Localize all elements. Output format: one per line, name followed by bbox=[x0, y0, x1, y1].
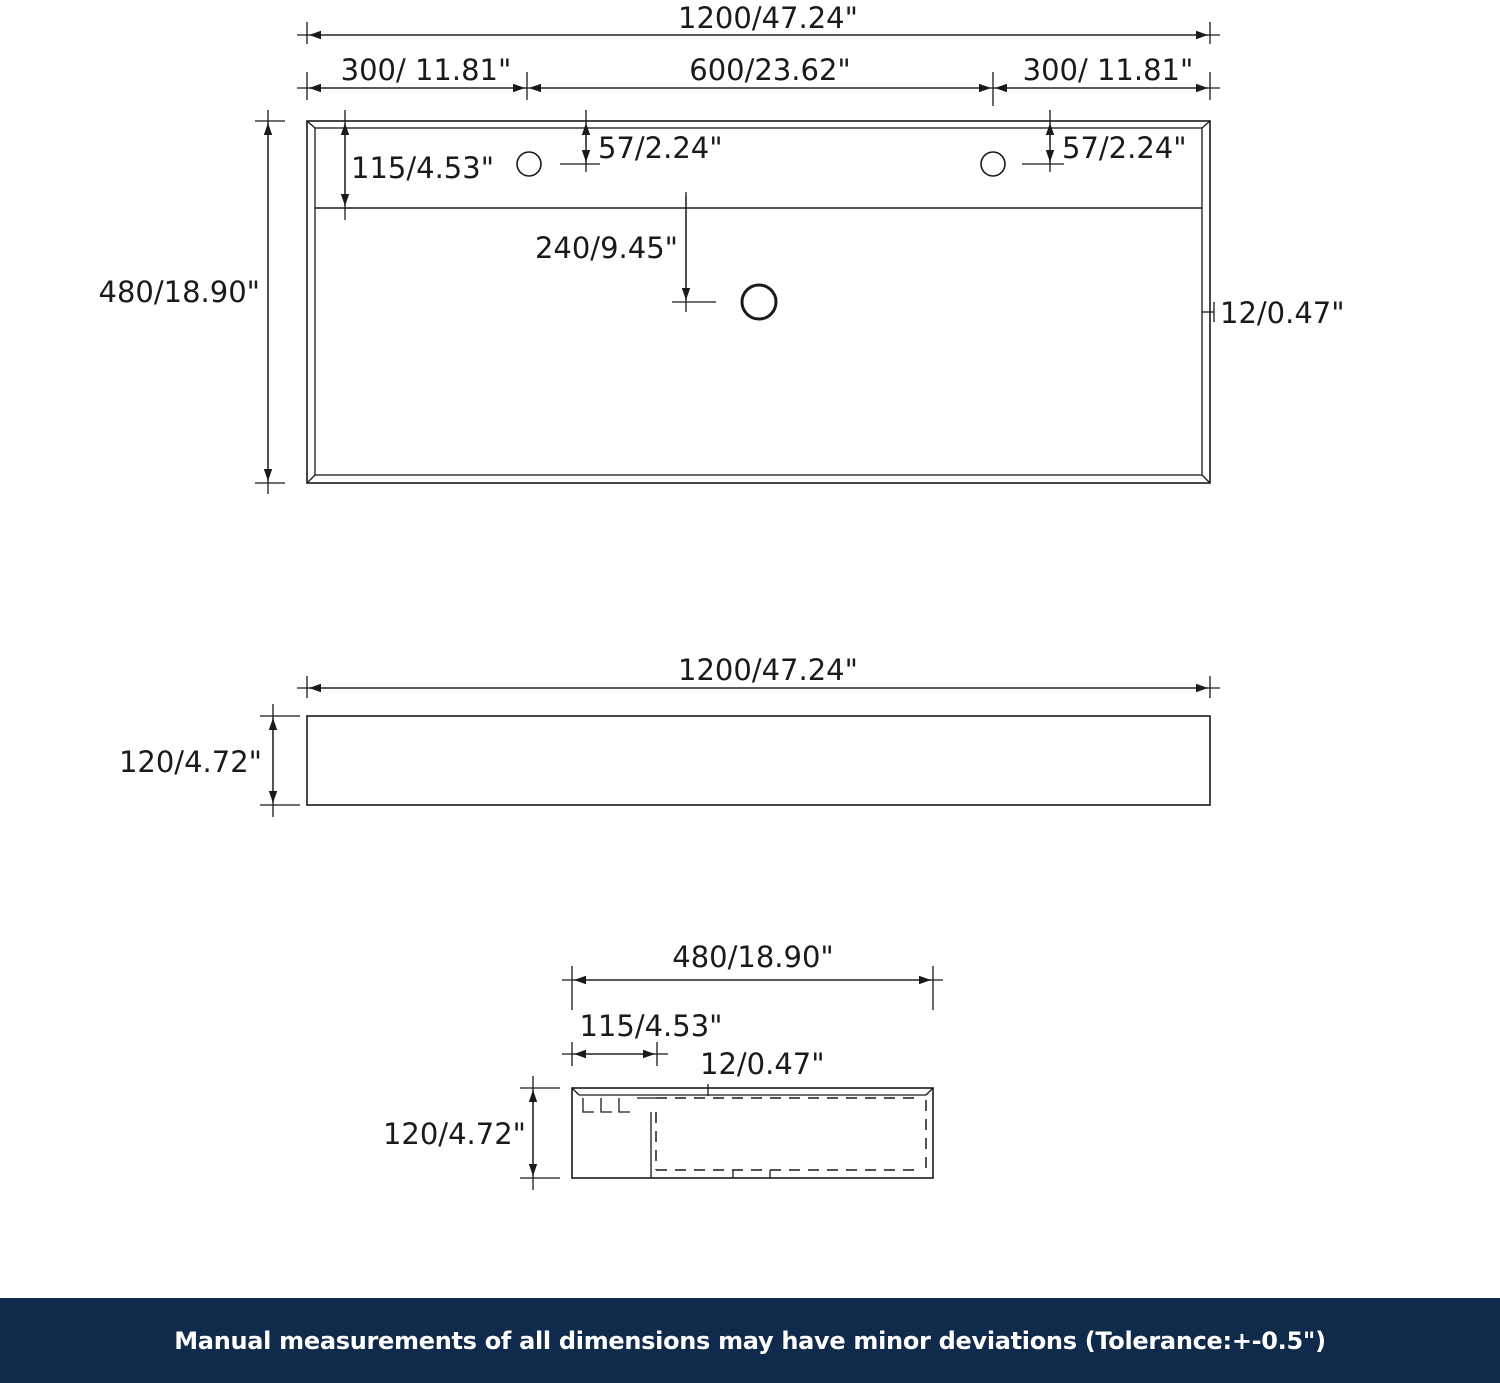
label-hole-left-offset: 57/2.24" bbox=[598, 131, 723, 165]
dim-side-ledge: 115/4.53" bbox=[562, 1009, 723, 1066]
label-hole-right-offset: 57/2.24" bbox=[1062, 131, 1187, 165]
label-side-height: 120/4.72" bbox=[383, 1117, 526, 1151]
sink-outer-outline bbox=[306, 120, 1211, 484]
dim-drain: 240/9.45" bbox=[535, 192, 716, 312]
label-overall-width: 1200/47.24" bbox=[678, 1, 858, 35]
dim-rim: 12/0.47" bbox=[1202, 296, 1345, 330]
label-rim-thickness: 12/0.47" bbox=[1220, 296, 1345, 330]
label-center-span: 600/23.62" bbox=[689, 53, 850, 87]
label-side-ledge-depth: 115/4.53" bbox=[579, 1009, 722, 1043]
label-side-wall-thickness: 12/0.47" bbox=[700, 1047, 825, 1081]
label-front-width: 1200/47.24" bbox=[678, 653, 858, 687]
top-view: 1200/47.24" 300/ 11.81" 600/23.62" 300/ … bbox=[99, 1, 1345, 494]
hidden-ledge-steps bbox=[582, 1098, 630, 1113]
label-right-offset: 300/ 11.81" bbox=[1023, 53, 1194, 87]
drain-hole bbox=[740, 283, 778, 321]
dim-side-depth: 480/18.90" bbox=[562, 940, 943, 1010]
faucet-hole-right bbox=[980, 151, 1006, 177]
faucet-hole-left bbox=[516, 151, 542, 177]
front-outline bbox=[306, 715, 1211, 806]
side-outline bbox=[571, 1087, 934, 1179]
label-depth: 480/18.90" bbox=[99, 275, 260, 309]
dim-overall-width: 1200/47.24" bbox=[297, 1, 1220, 44]
label-front-height: 120/4.72" bbox=[119, 745, 262, 779]
dim-front-height: 120/4.72" bbox=[119, 704, 300, 817]
label-left-offset: 300/ 11.81" bbox=[341, 53, 512, 87]
dim-front-width: 1200/47.24" bbox=[297, 653, 1220, 698]
side-view: 480/18.90" 115/4.53" 12/0.47" 120/4.72" bbox=[383, 940, 943, 1190]
dim-hole-left: 57/2.24" bbox=[560, 110, 723, 172]
label-drain-offset: 240/9.45" bbox=[535, 231, 678, 265]
dim-hole-right: 57/2.24" bbox=[1022, 110, 1187, 172]
dim-ledge-depth: 115/4.53" bbox=[340, 110, 494, 220]
tolerance-banner: Manual measurements of all dimensions ma… bbox=[0, 1298, 1500, 1383]
front-view: 1200/47.24" 120/4.72" bbox=[119, 653, 1220, 817]
dim-side-height: 120/4.72" bbox=[383, 1076, 560, 1190]
label-side-depth: 480/18.90" bbox=[672, 940, 833, 974]
dim-depth: 480/18.90" bbox=[99, 110, 285, 494]
sink-inner-outline bbox=[314, 127, 1203, 476]
tolerance-note: Manual measurements of all dimensions ma… bbox=[174, 1326, 1326, 1355]
label-ledge-depth: 115/4.53" bbox=[351, 151, 494, 185]
dim-offset-chain: 300/ 11.81" 600/23.62" 300/ 11.81" bbox=[297, 53, 1220, 106]
technical-drawing: 1200/47.24" 300/ 11.81" 600/23.62" 300/ … bbox=[99, 1, 1345, 1190]
